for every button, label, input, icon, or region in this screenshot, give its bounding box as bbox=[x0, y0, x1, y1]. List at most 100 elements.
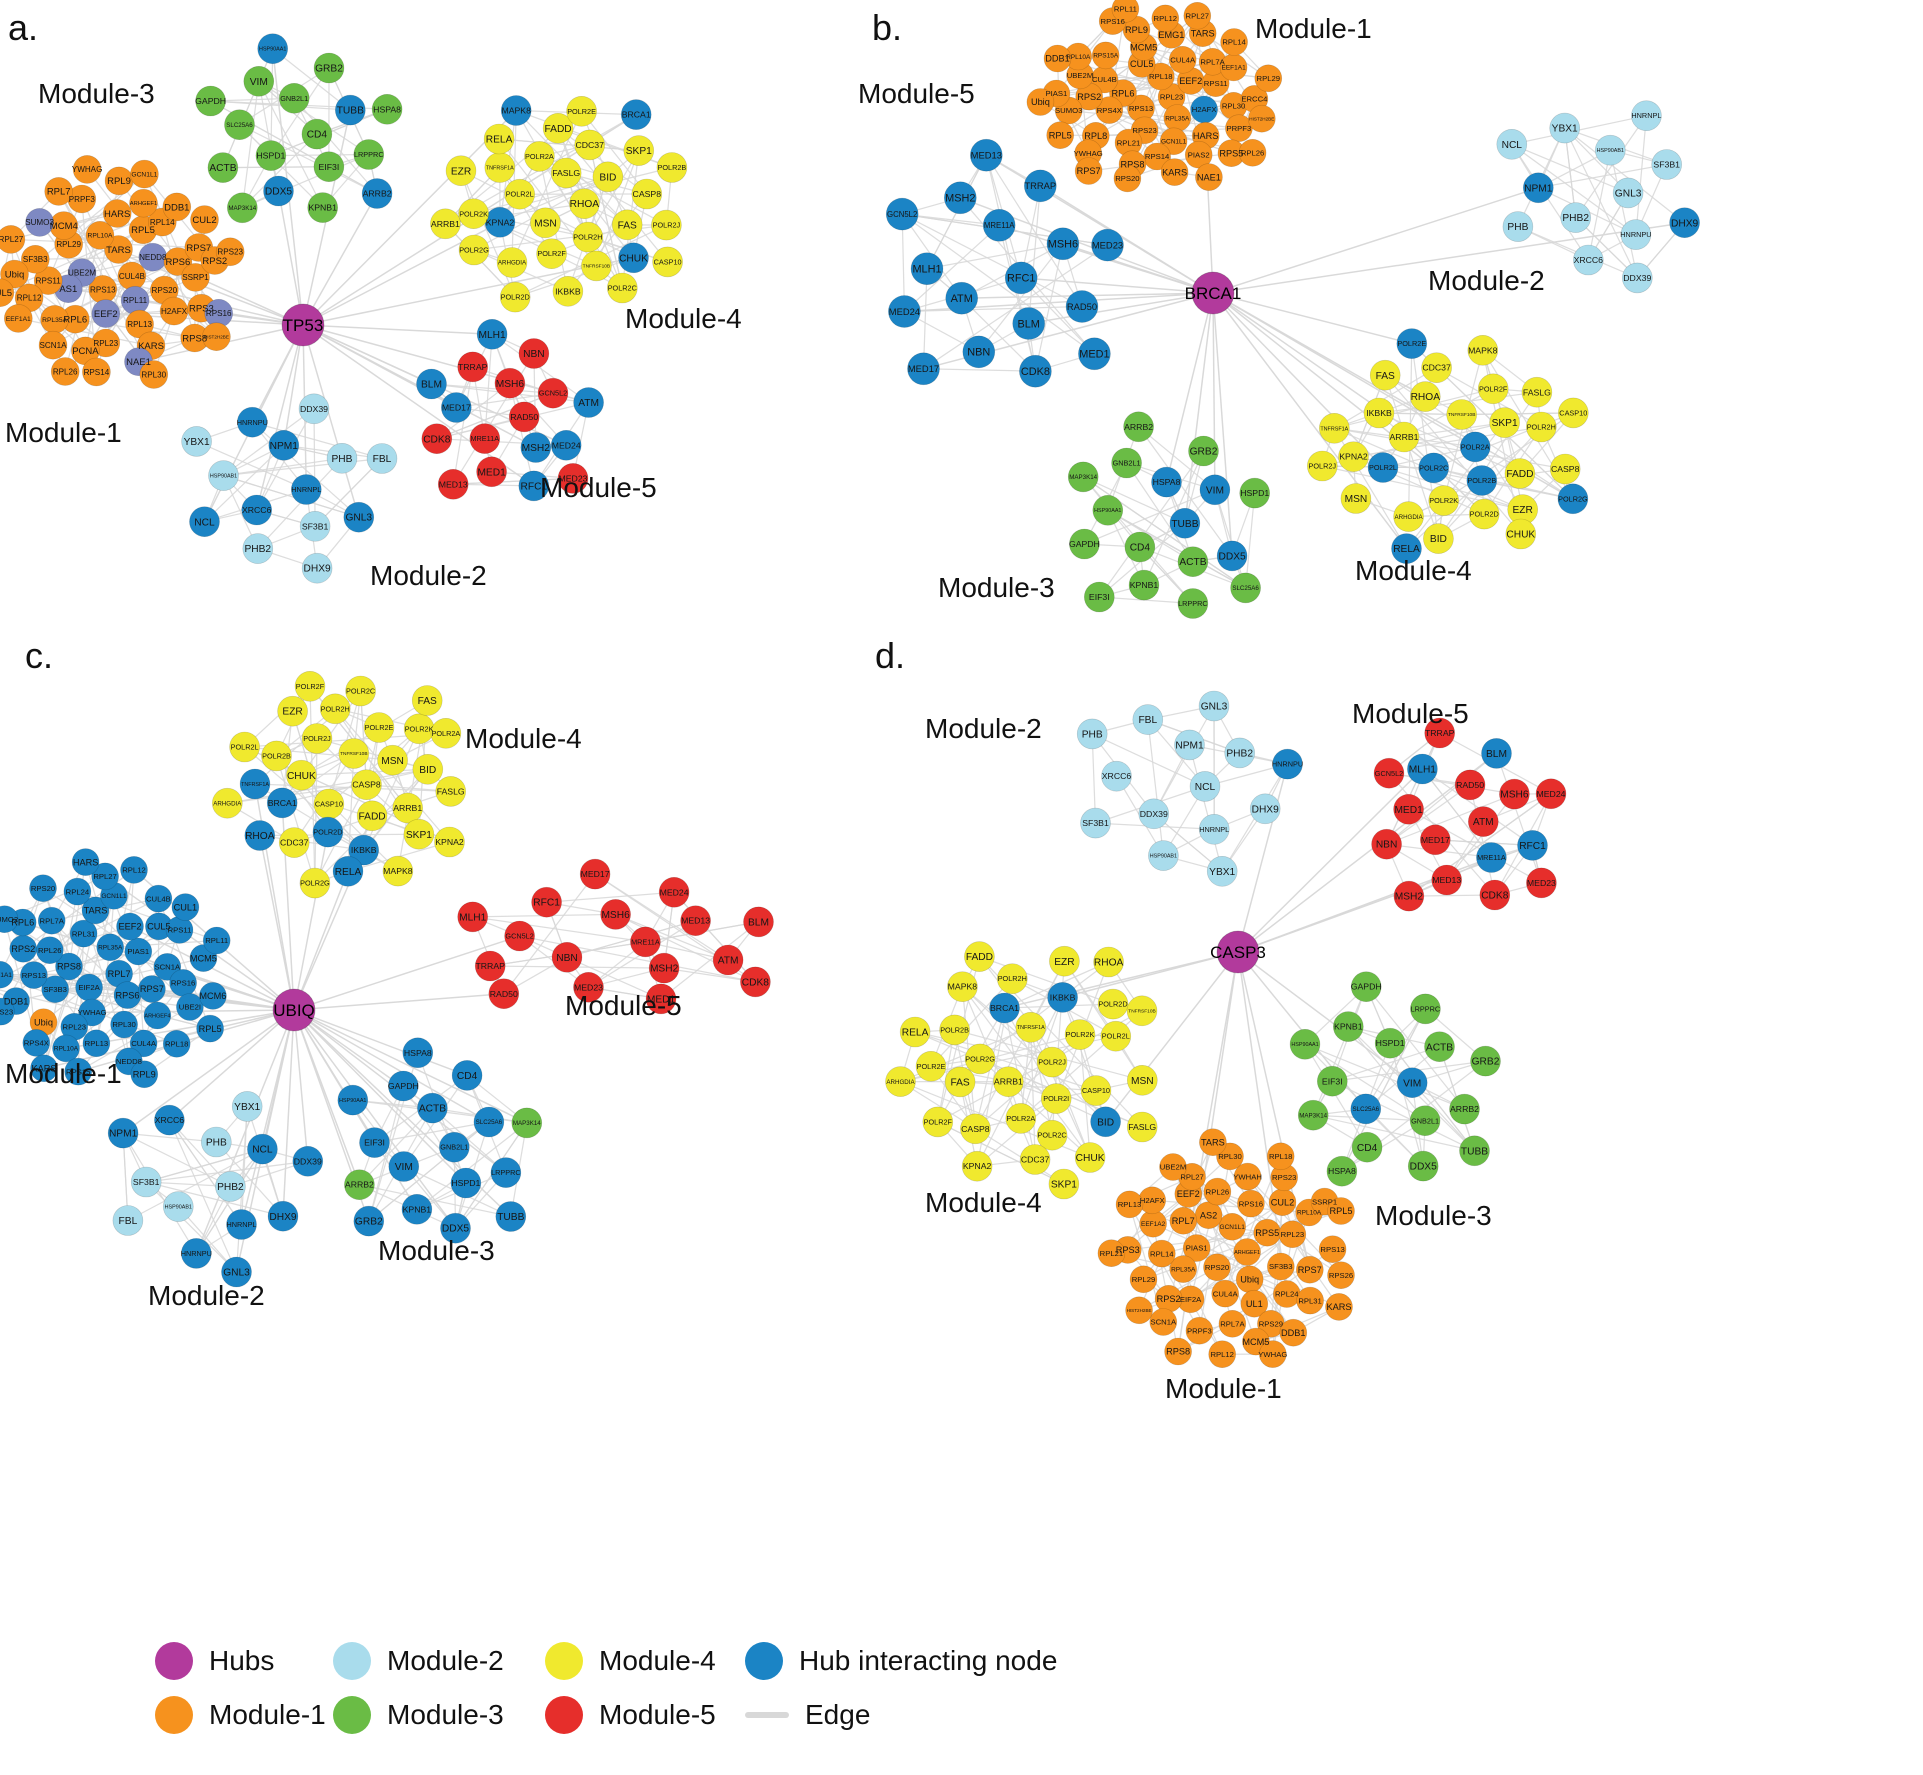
node-RPL27 bbox=[0, 225, 26, 254]
edge bbox=[239, 124, 378, 195]
node-label-RPL14: RPL14 bbox=[150, 218, 175, 227]
node-label-CUL1: CUL1 bbox=[174, 902, 198, 912]
node-label-MAPK8: MAPK8 bbox=[383, 866, 413, 876]
node-TUBB bbox=[1459, 1135, 1490, 1167]
node-label-UBE2M: UBE2M bbox=[68, 269, 96, 278]
edge bbox=[503, 873, 596, 995]
node-label-RPS13: RPS13 bbox=[1320, 1245, 1344, 1254]
edge bbox=[1082, 476, 1186, 524]
node-label-DHX9: DHX9 bbox=[269, 1212, 297, 1223]
node-RPL30 bbox=[139, 360, 169, 389]
node-GCN5L2 bbox=[504, 920, 535, 952]
node-label-PHB2: PHB2 bbox=[1562, 213, 1589, 224]
node-label-TARS: TARS bbox=[1191, 28, 1215, 38]
node-NBN bbox=[518, 338, 550, 369]
node-label-RPL6: RPL6 bbox=[11, 918, 34, 928]
node-label-TRRAP: TRRAP bbox=[1024, 180, 1056, 191]
hub-edge bbox=[1237, 768, 1423, 953]
hub-color-swatch bbox=[155, 1642, 193, 1680]
node-PRPF3 bbox=[1185, 1316, 1214, 1345]
node-label-BRCA1: BRCA1 bbox=[268, 798, 297, 808]
node-label-RPS23: RPS23 bbox=[0, 1007, 13, 1016]
node-POLR2H bbox=[996, 963, 1028, 995]
node-label-EEF1A1: EEF1A1 bbox=[0, 972, 12, 979]
edge bbox=[1469, 784, 1496, 896]
edge bbox=[1389, 1043, 1424, 1167]
node-POLR2C bbox=[606, 272, 638, 304]
node-ACTB bbox=[207, 152, 239, 183]
hub-node bbox=[1216, 930, 1260, 974]
hub-edge bbox=[302, 109, 517, 326]
node-SLC25A6 bbox=[224, 109, 255, 140]
node-label-RPS16: RPS16 bbox=[206, 309, 232, 318]
node-TNFRSF1A bbox=[1015, 1012, 1047, 1043]
node-label-PRPF3: PRPF3 bbox=[1187, 1327, 1212, 1336]
node-label-MCM5: MCM5 bbox=[1130, 42, 1157, 52]
node-label-SF3B1: SF3B1 bbox=[302, 521, 329, 531]
node-HSPA8 bbox=[1151, 466, 1182, 498]
node-label-HSP90AB1: HSP90AB1 bbox=[1150, 854, 1177, 860]
node-label-CUL5: CUL5 bbox=[147, 922, 171, 932]
module-UBIQ-Module-5: MRE11ANBNMSH6MSH2GCN5L2MED13MED23RFC1ATM… bbox=[457, 858, 774, 1021]
node-RPL31 bbox=[69, 919, 98, 948]
module-label-Module-4: Module-4 bbox=[465, 723, 582, 754]
node-POLR2E bbox=[363, 712, 395, 743]
node-label-RPS20: RPS20 bbox=[31, 884, 55, 893]
panel-letter: a. bbox=[8, 7, 38, 48]
node-label-MED1: MED1 bbox=[477, 467, 506, 478]
node-EIF3I bbox=[359, 1127, 390, 1158]
node-label-RPS11: RPS11 bbox=[1204, 79, 1228, 88]
node-label-POLR2J: POLR2J bbox=[653, 221, 681, 230]
node-label-MED1: MED1 bbox=[1079, 349, 1109, 361]
node-RPL12 bbox=[1208, 1340, 1236, 1368]
node-CD4 bbox=[301, 118, 333, 150]
node-label-RPL5: RPL5 bbox=[1049, 130, 1072, 140]
node-label-XRCC6: XRCC6 bbox=[1574, 255, 1604, 265]
node-RFC1 bbox=[518, 470, 550, 502]
node-ATM bbox=[573, 387, 604, 418]
edge bbox=[314, 458, 383, 527]
node-label-MED24: MED24 bbox=[552, 440, 581, 450]
node-label-POLR2L: POLR2L bbox=[231, 743, 259, 752]
edge bbox=[1411, 1082, 1475, 1152]
node-label-POLR2H: POLR2H bbox=[1527, 423, 1556, 432]
node-ARRB2 bbox=[344, 1169, 375, 1200]
hub-TP53: TP53 bbox=[281, 303, 325, 347]
node-NPM1 bbox=[268, 429, 300, 461]
node-RPL5 bbox=[1327, 1197, 1355, 1225]
node-label-POLR2K: POLR2K bbox=[459, 209, 488, 218]
node-label-CASP8: CASP8 bbox=[352, 780, 381, 790]
module-label-Module-5: Module-5 bbox=[1352, 698, 1469, 729]
node-DDX39 bbox=[298, 393, 330, 425]
node-label-RPL30: RPL30 bbox=[1218, 1152, 1242, 1161]
node-TNFRSF1A bbox=[239, 768, 271, 800]
node-label-RPS20: RPS20 bbox=[151, 286, 177, 295]
node-label-POLR2E: POLR2E bbox=[365, 723, 394, 732]
node-label-POLR2F: POLR2F bbox=[537, 249, 566, 258]
node-MED24 bbox=[1535, 778, 1567, 810]
node-EEF2 bbox=[116, 912, 144, 941]
node-label-TNFRSF1A: TNFRSF1A bbox=[486, 165, 514, 171]
node-GNL3 bbox=[221, 1256, 252, 1288]
node-POLR2F bbox=[536, 238, 567, 269]
node-label-SKP1: SKP1 bbox=[1051, 1180, 1077, 1191]
node-label-TNFRSF1A: TNFRSF1A bbox=[241, 782, 269, 788]
node-label-GNL3: GNL3 bbox=[1201, 702, 1228, 713]
node-label-MSH2: MSH2 bbox=[650, 964, 679, 975]
node-CUL5 bbox=[0, 278, 15, 307]
node-TNFRSF10B bbox=[1446, 399, 1477, 430]
node-POLR2B bbox=[1466, 465, 1498, 496]
node-label-UL1: UL1 bbox=[1246, 1299, 1263, 1309]
node-HSP90AB1 bbox=[1148, 840, 1179, 871]
edge bbox=[1138, 426, 1216, 491]
node-label-SSRP1: SSRP1 bbox=[182, 273, 209, 282]
node-RPL11 bbox=[1111, 0, 1140, 23]
node-label-MED23: MED23 bbox=[574, 982, 603, 992]
node-RFC1 bbox=[1517, 830, 1548, 861]
node-BRCA1 bbox=[620, 99, 652, 130]
node-label-RPL26: RPL26 bbox=[38, 946, 62, 955]
node-MAPK8 bbox=[500, 95, 532, 126]
node-MED17 bbox=[907, 352, 940, 386]
module-label-Module-1: Module-1 bbox=[5, 1058, 122, 1089]
